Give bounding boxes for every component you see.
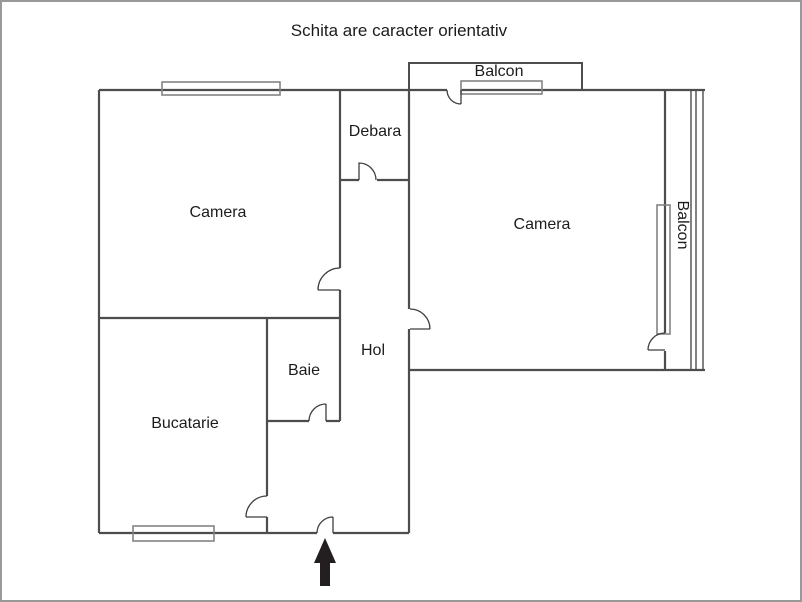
window-camera-left bbox=[161, 81, 281, 96]
door-balcony-top bbox=[446, 89, 462, 105]
door-entrance bbox=[316, 516, 334, 534]
door-bucatarie bbox=[245, 495, 268, 518]
plan-title: Schita are caracter orientativ bbox=[290, 21, 508, 40]
room-label-hol: Hol bbox=[360, 342, 386, 359]
room-label-balcon-top: Balcon bbox=[474, 63, 524, 80]
door-camera-left bbox=[317, 267, 341, 291]
room-label-baie: Baie bbox=[287, 362, 321, 379]
door-debara bbox=[358, 162, 377, 181]
door-camera-right bbox=[409, 308, 431, 330]
door-balcony-right bbox=[647, 332, 666, 351]
room-label-debara: Debara bbox=[348, 123, 402, 140]
room-label-balcon-right: Balcon bbox=[674, 200, 691, 250]
room-label-bucatarie: Bucatarie bbox=[151, 415, 219, 432]
window-balcony-top bbox=[460, 80, 543, 95]
room-label-camera-left: Camera bbox=[189, 204, 247, 221]
window-bucatarie bbox=[132, 525, 215, 542]
entrance-arrow-icon bbox=[314, 538, 336, 586]
window-balcony-right bbox=[656, 204, 671, 335]
room-label-camera-right: Camera bbox=[513, 216, 571, 233]
balcony-top-outline bbox=[408, 62, 583, 90]
door-baie bbox=[308, 403, 327, 422]
balcony-right-rails bbox=[690, 90, 704, 370]
